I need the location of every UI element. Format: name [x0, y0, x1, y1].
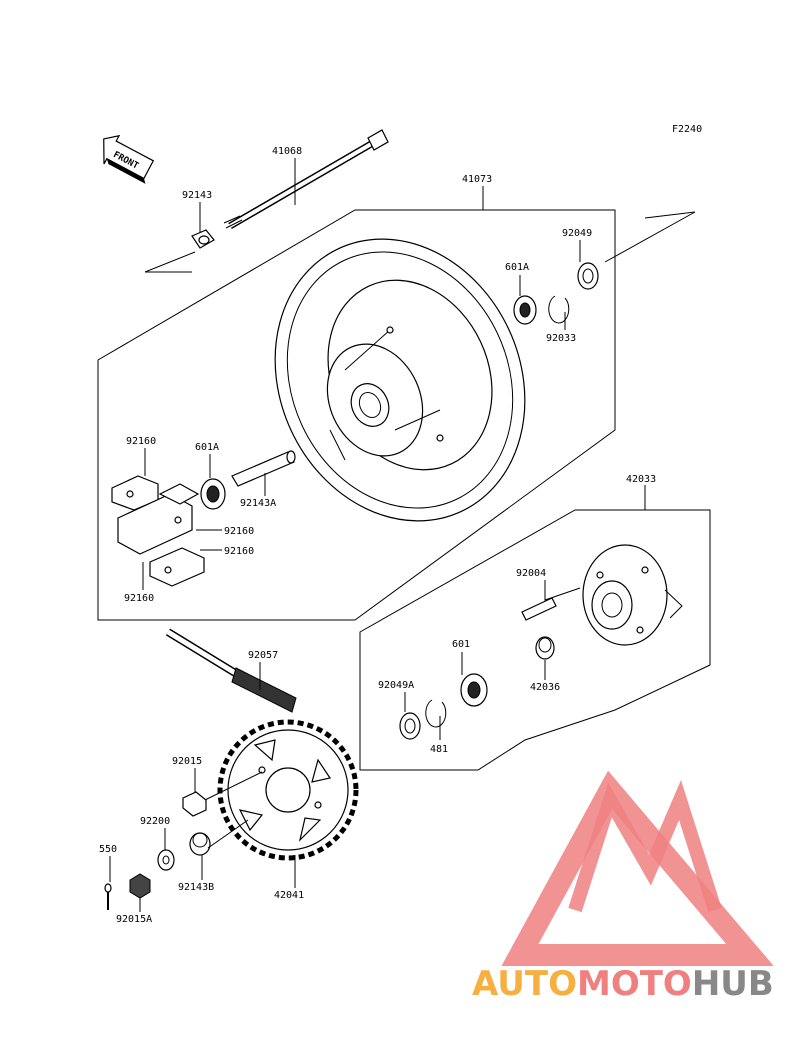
watermark-logo: AUTOMOTOHUB: [472, 770, 774, 1004]
watermark-m-shape-icon: [568, 779, 722, 913]
label-41073: 41073: [462, 174, 492, 185]
label-601: 601: [452, 639, 470, 650]
wheel-group-outline: [97, 209, 616, 621]
label-92200: 92200: [140, 816, 170, 827]
axle-41068: [223, 129, 389, 230]
label-92143b: 92143B: [178, 882, 214, 893]
label-92160-c: 92160: [224, 546, 254, 557]
watermark-text-auto: AUTO: [472, 964, 577, 1004]
cotter-pin-550: [104, 883, 112, 910]
watermark-text-hub: HUB: [692, 964, 774, 1004]
watermark-triangle-icon: [501, 770, 774, 966]
figure-code: F2240: [672, 124, 702, 135]
dampers-92160: [111, 475, 205, 587]
label-481: 481: [430, 744, 448, 755]
label-601a-top: 601A: [505, 262, 529, 273]
stud-92004: [521, 597, 557, 621]
label-92160-d: 92160: [124, 593, 154, 604]
hub-group-outline: [359, 509, 711, 771]
washer-92200: [157, 849, 175, 871]
rear-sprocket-42041: [217, 719, 359, 861]
label-42041: 42041: [274, 890, 304, 901]
label-92143a: 92143A: [240, 498, 276, 509]
bearing-601a-left: [200, 478, 226, 510]
chain-92057: [165, 628, 297, 713]
nut-92143: [191, 229, 215, 249]
label-92160-b: 92160: [224, 526, 254, 537]
sprocket-hub-42033: [582, 544, 683, 646]
label-601a-left: 601A: [195, 442, 219, 453]
label-92015a: 92015A: [116, 914, 152, 925]
front-arrow-icon: FRONT: [103, 134, 155, 184]
label-92049a: 92049A: [378, 680, 414, 691]
label-92015: 92015: [172, 756, 202, 767]
watermark-text-moto: MOTO: [577, 964, 692, 1004]
label-92160-a: 92160: [126, 436, 156, 447]
collar-42036: [535, 636, 555, 660]
label-92049: 92049: [562, 228, 592, 239]
label-92057: 92057: [248, 650, 278, 661]
label-550: 550: [99, 844, 117, 855]
part-labels: 41068 41073 92143 92049 601A 92033 92160…: [99, 146, 656, 925]
label-92004: 92004: [516, 568, 546, 579]
label-92033: 92033: [546, 333, 576, 344]
nut-92015a: [129, 873, 151, 899]
label-42033: 42033: [626, 474, 656, 485]
svg-text:AUTOMOTOHUB: AUTOMOTOHUB: [472, 964, 774, 1004]
rear-wheel-41073: [274, 238, 526, 522]
collar-92143b: [189, 832, 211, 856]
circlip-481: [425, 699, 447, 728]
label-42036: 42036: [530, 682, 560, 693]
bearing-601a-top: [513, 295, 537, 325]
seal-92049a: [399, 712, 421, 740]
nut-92015: [182, 791, 207, 817]
seal-92049: [577, 262, 599, 290]
spacer-92143a: [231, 450, 296, 487]
circlip-92033: [548, 295, 570, 324]
label-41068: 41068: [272, 146, 302, 157]
bearing-601: [460, 673, 488, 707]
label-92143: 92143: [182, 190, 212, 201]
